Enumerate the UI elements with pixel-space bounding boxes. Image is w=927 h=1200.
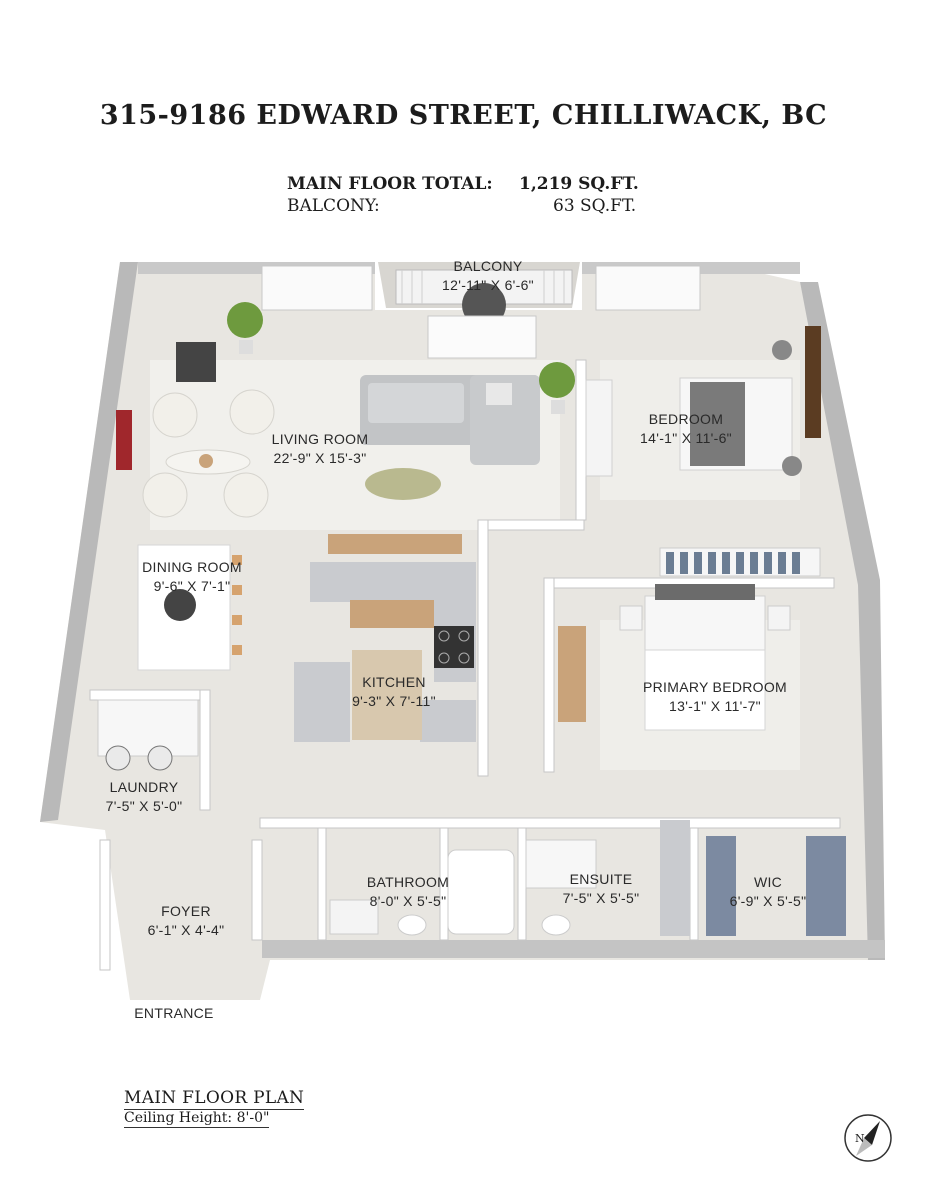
- interior-wall: [89, 689, 211, 701]
- room-size: 7'-5" X 5'-0": [105, 798, 183, 814]
- room-kitchen: KITCHEN 9'-3" X 7'-11": [352, 673, 436, 711]
- property-address: 315-9186 EDWARD STREET, CHILLIWACK, BC: [99, 100, 828, 131]
- wall-art: [116, 410, 132, 470]
- interior-wall: [517, 827, 527, 941]
- room-name: BALCONY: [453, 258, 523, 274]
- dresser: [558, 626, 586, 722]
- primary-bed: [644, 584, 766, 731]
- exterior-wall-left: [40, 262, 138, 822]
- room-size: 6'-9" X 5'-5": [729, 893, 807, 909]
- room-ensuite: ENSUITE 7'-5" X 5'-5": [563, 870, 640, 908]
- plant: [539, 362, 575, 414]
- interior-wall: [575, 359, 587, 521]
- room-bedroom: BEDROOM 14'-1" X 11'-6": [640, 410, 732, 448]
- room-name: LIVING ROOM: [271, 431, 369, 447]
- toilet: [397, 914, 427, 936]
- room-name: ENSUITE: [569, 871, 633, 887]
- window: [261, 265, 373, 311]
- room-name: FOYER: [161, 903, 211, 919]
- balcony-area-value: 63 SQ.FT.: [553, 196, 637, 216]
- room-name: WIC: [753, 874, 783, 890]
- interior-wall: [199, 689, 211, 811]
- balcony-area-label: BALCONY:: [287, 196, 380, 216]
- interior-wall: [259, 817, 841, 829]
- interior-wall: [317, 827, 327, 941]
- room-size: 13'-1" X 11'-7": [669, 698, 761, 714]
- room-primary-bedroom: PRIMARY BEDROOM 13'-1" X 11'-7": [643, 678, 787, 716]
- room-size: 9'-3" X 7'-11": [352, 693, 436, 709]
- room-name: BEDROOM: [648, 411, 724, 427]
- interior-wall: [483, 519, 585, 531]
- window: [427, 315, 537, 359]
- ceiling-height: Ceiling Height: 8'-0": [124, 1110, 270, 1128]
- window: [595, 265, 701, 311]
- room-wic: WIC 6'-9" X 5'-5": [730, 873, 807, 911]
- centerpiece: [164, 589, 196, 621]
- laundry-machines: [97, 699, 199, 771]
- sectional-sofa: [360, 375, 540, 465]
- room-entrance: ENTRANCE: [134, 1004, 213, 1023]
- room-name: DINING ROOM: [142, 559, 242, 575]
- dining-table: [137, 544, 231, 671]
- room-name: PRIMARY BEDROOM: [642, 679, 788, 695]
- nightstand: [619, 605, 643, 631]
- lounge-chairs: [142, 389, 275, 518]
- room-size: 7'-5" X 5'-5": [562, 890, 640, 906]
- vanity: [329, 899, 379, 935]
- bed: [679, 377, 793, 471]
- main-floor-total-value: 1,219 SQ.FT.: [519, 174, 639, 194]
- room-size: 12'-11" X 6'-6": [442, 277, 534, 293]
- kitchen-island: [352, 650, 422, 740]
- toilet: [541, 914, 571, 936]
- lamp: [772, 340, 792, 360]
- exterior-wall-bottom: [262, 940, 885, 958]
- exterior-wall-right: [800, 282, 885, 960]
- room-size: 22'-9" X 15'-3": [273, 450, 367, 466]
- room-foyer: FOYER 6'-1" X 4'-4": [148, 902, 225, 940]
- fireplace: [176, 342, 216, 382]
- interior-wall: [543, 577, 555, 773]
- room-name: ENTRANCE: [134, 1005, 214, 1021]
- room-size: 9'-6" X 7'-1": [153, 578, 231, 594]
- room-name: KITCHEN: [362, 674, 426, 690]
- room-name: BATHROOM: [366, 874, 450, 890]
- wall-art: [805, 326, 821, 438]
- vanity: [660, 820, 690, 936]
- cooktop: [434, 626, 474, 668]
- main-floor-total-label: MAIN FLOOR TOTAL:: [287, 174, 493, 194]
- room-size: 14'-1" X 11'-6": [640, 430, 732, 446]
- interior-wall: [689, 827, 699, 941]
- nightstand: [767, 605, 791, 631]
- plant: [227, 302, 263, 354]
- compass-letter: N: [855, 1132, 865, 1145]
- plan-title: MAIN FLOOR PLAN: [124, 1088, 305, 1110]
- foyer-walls: [99, 839, 263, 971]
- balcony: [378, 262, 580, 352]
- room-size: 8'-0" X 5'-5": [369, 893, 447, 909]
- interior-wall: [477, 519, 489, 777]
- room-balcony: BALCONY 12'-11" X 6'-6": [442, 257, 534, 295]
- closet-clothes: [659, 547, 821, 577]
- room-laundry: LAUNDRY 7'-5" X 5'-0": [106, 778, 183, 816]
- dining-chairs: [232, 555, 242, 655]
- bathtub: [447, 849, 515, 935]
- room-dining: DINING ROOM 9'-6" X 7'-1": [142, 558, 242, 596]
- wic-clothes: [706, 836, 846, 936]
- shower: [525, 839, 597, 889]
- room-bathroom: BATHROOM 8'-0" X 5'-5": [367, 873, 449, 911]
- compass-icon: N: [844, 1114, 892, 1162]
- bench: [585, 379, 613, 477]
- room-name: LAUNDRY: [109, 779, 179, 795]
- room-living: LIVING ROOM 22'-9" X 15'-3": [272, 430, 369, 468]
- lamp: [782, 456, 802, 476]
- room-size: 6'-1" X 4'-4": [147, 922, 225, 938]
- coffee-table: [365, 468, 441, 500]
